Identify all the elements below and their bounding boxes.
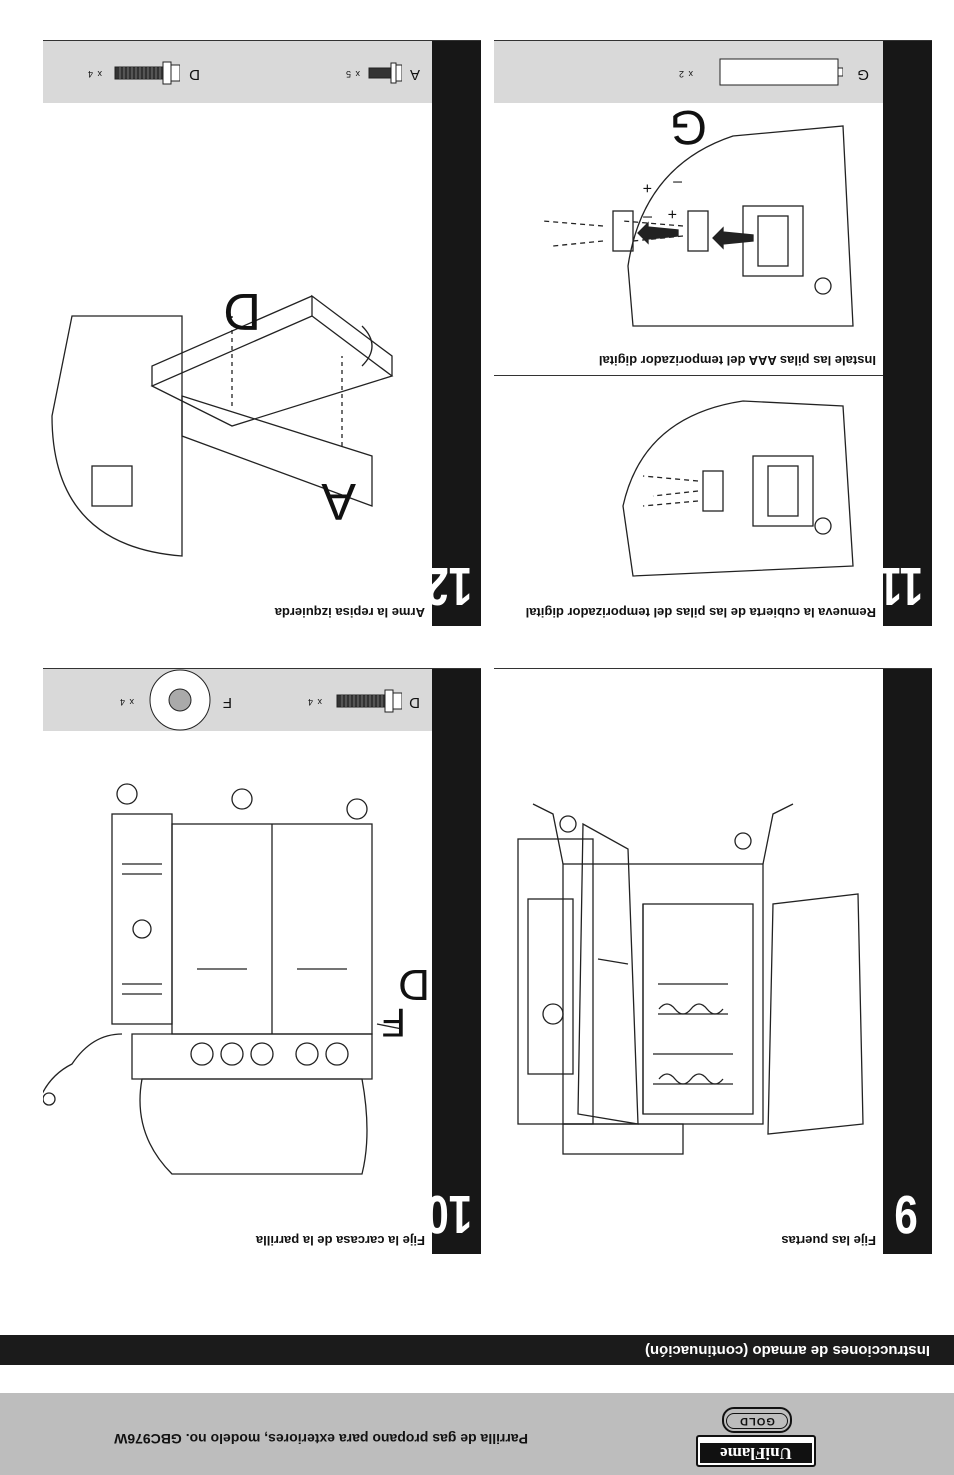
left-shelf-illustration xyxy=(51,294,394,557)
step-12-callout-d: D xyxy=(223,282,261,340)
step-11-number: 11 xyxy=(878,556,924,616)
brand-name: UniFlame xyxy=(700,1443,812,1463)
part-g-label: G xyxy=(857,66,869,83)
part-d-qty-2: x 4 xyxy=(86,69,102,79)
step-12-parts: A x 5 D x 4 xyxy=(43,41,432,103)
long-bolt-icon xyxy=(114,61,180,85)
step-11-callout-plus-2: + xyxy=(642,179,652,196)
part-d-qty: x 4 xyxy=(306,697,322,707)
part-d-label-2: D xyxy=(189,66,200,83)
washer-icon xyxy=(149,669,211,731)
part-g-qty: x 2 xyxy=(677,69,693,79)
step-11-parts: G x 2 xyxy=(494,41,883,103)
step-11-callout-plus: + xyxy=(667,205,677,222)
step-11-subtitle: Instale las pilas AAA del temporizador d… xyxy=(598,353,876,368)
model-line: Parrilla de gas propano para exteriores,… xyxy=(114,1431,528,1447)
aaa-battery-icon xyxy=(719,58,843,86)
step-9-panel: 9 Fije las puertas xyxy=(494,668,932,1254)
step-10-callout-f: F xyxy=(381,1000,406,1044)
remove-battery-cover-illustration xyxy=(622,400,854,577)
step-10-panel: 10 Fije la carcasa de la parrilla D F D xyxy=(43,668,481,1254)
grill-head-illustration xyxy=(43,783,403,1175)
bolt-icon xyxy=(336,689,402,713)
doors-assembly-illustration xyxy=(517,803,864,1155)
step-10-number: 10 xyxy=(425,1184,473,1244)
step-9-number: 9 xyxy=(894,1184,918,1244)
short-bolt-icon xyxy=(368,62,402,84)
step-12-callout-a: A xyxy=(321,472,356,530)
step-12-title: Arme la repisa izquierda xyxy=(274,605,425,620)
install-batteries-illustration xyxy=(542,125,854,327)
step-10-title: Fije la carcasa de la parrilla xyxy=(255,1233,425,1248)
section-banner: Instrucciones de armado (continuación) xyxy=(0,1335,954,1365)
step-11-callout-g: G xyxy=(669,100,707,153)
uniflame-gold-logo: UniFlame GOLD xyxy=(696,1401,816,1467)
step-11-title: Remueva la cubierta de las pilas del tem… xyxy=(525,605,876,620)
part-f-label: F xyxy=(222,694,232,711)
step-12-panel: 12 Arme la repisa izquierda A D A x 5 D xyxy=(43,40,481,626)
step-11-panel: 11 Remueva la cubierta de las pilas del … xyxy=(494,40,932,626)
section-banner-text: Instrucciones de armado (continuación) xyxy=(644,1342,930,1359)
page-footer: UniFlame GOLD Parrilla de gas propano pa… xyxy=(0,1393,954,1475)
step-10-parts: D x 4 F x 4 xyxy=(43,669,432,731)
step-9-title: Fije las puertas xyxy=(781,1233,876,1248)
brand-badge: GOLD xyxy=(726,1413,788,1429)
step-12-number: 12 xyxy=(425,556,473,616)
part-a-qty: x 5 xyxy=(344,69,360,79)
step-11-callout-minus-2: – xyxy=(643,209,652,226)
step-11-callout-minus: – xyxy=(673,174,682,191)
part-d-label: D xyxy=(409,694,420,711)
part-a-label: A xyxy=(409,66,420,83)
part-f-qty: x 4 xyxy=(118,697,134,707)
